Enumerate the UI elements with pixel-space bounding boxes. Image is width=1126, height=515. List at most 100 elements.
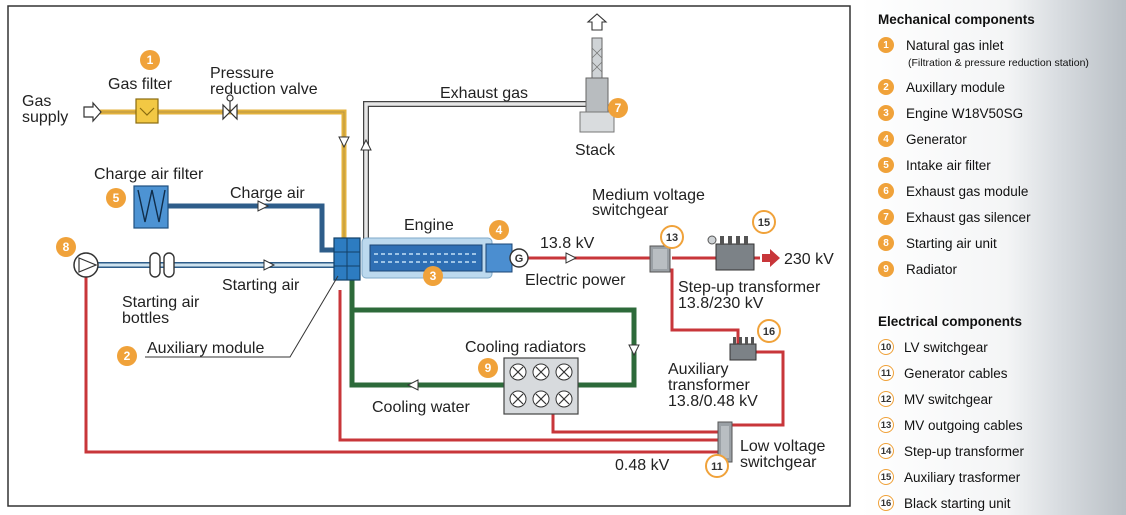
legend-label: Radiator xyxy=(906,262,957,277)
legend-item-mech-5: 5 Intake air filter xyxy=(878,154,991,176)
legend-item-elec-15: 15 Auxiliary trasformer xyxy=(878,466,1020,488)
legend-item-mech-8: 8 Starting air unit xyxy=(878,232,997,254)
legend-badge: 13 xyxy=(878,417,894,433)
legend-badge: 7 xyxy=(878,209,894,225)
legend-label: Generator cables xyxy=(904,366,1008,381)
legend-label: MV outgoing cables xyxy=(904,418,1023,433)
legend-item-mech-9: 9 Radiator xyxy=(878,258,957,280)
legend-item-mech-7: 7 Exhaust gas silencer xyxy=(878,206,1031,228)
legend-item-mech-2: 2 Auxillary module xyxy=(878,76,1005,98)
auxiliary-module-label: Auxiliary module xyxy=(147,340,264,357)
badge-13: 13 xyxy=(661,226,683,248)
legend-badge: 1 xyxy=(878,37,894,53)
legend-item-elec-10: 10 LV switchgear xyxy=(878,336,988,358)
legend-badge: 12 xyxy=(878,391,894,407)
legend-label: Black starting unit xyxy=(904,496,1011,511)
natural-gas-inlet-subtitle: (Filtration & pressure reduction station… xyxy=(908,57,1089,69)
svg-text:1: 1 xyxy=(147,53,154,67)
badge-8: 8 xyxy=(56,237,76,257)
svg-text:7: 7 xyxy=(615,101,622,115)
gas-filter-label: Gas filter xyxy=(108,76,173,93)
legend-badge: 14 xyxy=(878,443,894,459)
badge-2: 2 xyxy=(117,346,137,366)
badge-5: 5 xyxy=(106,188,126,208)
legend-item-elec-11: 11 Generator cables xyxy=(878,362,1008,384)
legend-label: LV switchgear xyxy=(904,340,988,355)
legend-badge: 6 xyxy=(878,183,894,199)
svg-text:4: 4 xyxy=(496,223,503,237)
legend-label: Natural gas inlet xyxy=(906,38,1004,53)
legend-label: Exhaust gas module xyxy=(906,184,1028,199)
kv-230-label: 230 kV xyxy=(784,251,834,268)
legend-label: Engine W18V50SG xyxy=(906,106,1023,121)
exhaust-gas-label: Exhaust gas xyxy=(440,85,528,102)
svg-text:2: 2 xyxy=(124,349,131,363)
gas-filter-icon xyxy=(136,99,158,123)
legend-label: Auxiliary trasformer xyxy=(904,470,1020,485)
svg-text:11: 11 xyxy=(711,461,723,473)
cooling-water-label: Cooling water xyxy=(372,399,471,416)
legend-item-elec-14: 14 Step-up transformer xyxy=(878,440,1024,462)
engine-label: Engine xyxy=(404,217,454,234)
kv-048-label: 0.48 kV xyxy=(615,457,670,474)
legend-label: Exhaust gas silencer xyxy=(906,210,1031,225)
legend-item-mech-6: 6 Exhaust gas module xyxy=(878,180,1028,202)
svg-text:G: G xyxy=(515,253,524,265)
charge-air-filter-label: Charge air filter xyxy=(94,166,204,183)
stack-label: Stack xyxy=(575,142,616,159)
mechanical-components-title: Mechanical components xyxy=(878,12,1035,27)
starting-air-unit-icon xyxy=(74,253,98,277)
svg-text:8: 8 xyxy=(63,240,70,254)
kv-13-8-label: 13.8 kV xyxy=(540,235,595,252)
legend-badge: 16 xyxy=(878,495,894,511)
legend-badge: 2 xyxy=(878,79,894,95)
legend-item-mech-4: 4 Generator xyxy=(878,128,967,150)
svg-text:9: 9 xyxy=(485,361,492,375)
legend-item-elec-16: 16 Black starting unit xyxy=(878,492,1011,514)
legend-badge: 3 xyxy=(878,105,894,121)
electric-power-label: Electric power xyxy=(525,272,626,289)
legend-badge: 10 xyxy=(878,339,894,355)
starting-air-label: Starting air xyxy=(222,277,300,294)
legend-label: Starting air unit xyxy=(906,236,997,251)
legend-label: Auxillary module xyxy=(906,80,1005,95)
badge-11: 11 xyxy=(706,455,728,477)
legend-badge: 15 xyxy=(878,469,894,485)
electrical-components-title: Electrical components xyxy=(878,314,1022,329)
legend-item-mech-1: 1 Natural gas inlet xyxy=(878,34,1004,56)
legend-badge: 9 xyxy=(878,261,894,277)
badge-1: 1 xyxy=(140,50,160,70)
badge-16: 16 xyxy=(758,320,780,342)
cooling-radiators-label: Cooling radiators xyxy=(465,339,586,356)
badge-3: 3 xyxy=(423,266,443,286)
legend-item-mech-3: 3 Engine W18V50SG xyxy=(878,102,1023,124)
cooling-radiators-icon xyxy=(504,358,578,414)
legend-label: Intake air filter xyxy=(906,158,991,173)
legend-badge: 11 xyxy=(878,365,894,381)
badge-4: 4 xyxy=(489,220,509,240)
svg-text:3: 3 xyxy=(430,269,437,283)
badge-9: 9 xyxy=(478,358,498,378)
charge-air-label: Charge air xyxy=(230,185,305,202)
legend-item-elec-12: 12 MV switchgear xyxy=(878,388,993,410)
power-plant-diagram: G xyxy=(0,0,858,515)
legend-label: Step-up transformer xyxy=(904,444,1024,459)
badge-7: 7 xyxy=(608,98,628,118)
svg-text:13: 13 xyxy=(666,232,678,244)
svg-text:15: 15 xyxy=(758,217,770,229)
auxiliary-module-block xyxy=(334,238,360,280)
generator-icon: G xyxy=(510,249,528,267)
legend-label: Generator xyxy=(906,132,967,147)
legend-label: MV switchgear xyxy=(904,392,993,407)
svg-text:16: 16 xyxy=(763,326,775,338)
mv-switchgear-icon xyxy=(650,246,670,272)
svg-text:5: 5 xyxy=(113,191,120,205)
badge-15: 15 xyxy=(753,211,775,233)
charge-air-filter-icon xyxy=(134,186,168,228)
legend-badge: 4 xyxy=(878,131,894,147)
legend-panel: Mechanical components 1 Natural gas inlet… xyxy=(860,0,1126,515)
legend-item-elec-13: 13 MV outgoing cables xyxy=(878,414,1023,436)
legend-badge: 8 xyxy=(878,235,894,251)
legend-badge: 5 xyxy=(878,157,894,173)
